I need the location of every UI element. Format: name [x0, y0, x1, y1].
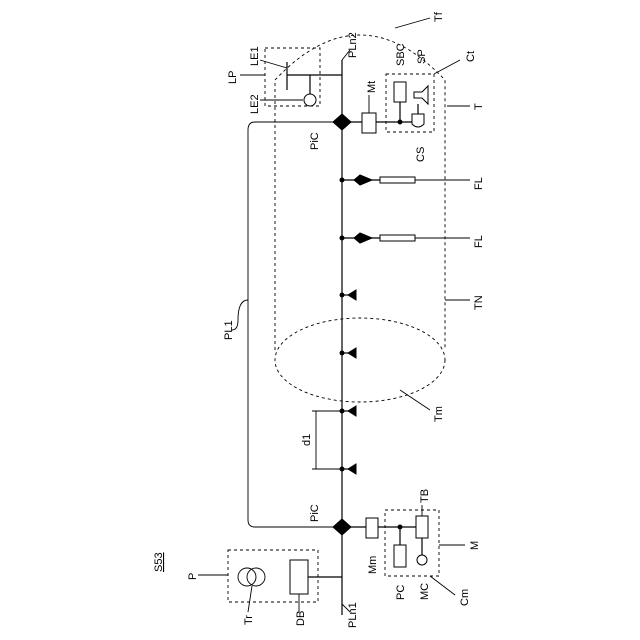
- label-pl1: PL1: [223, 320, 235, 340]
- label-pc: PC: [395, 585, 407, 600]
- label-le1: LE1: [249, 46, 261, 66]
- lamp-le2-circle: [304, 94, 316, 106]
- fluorescent-fixture-1: [340, 175, 415, 185]
- leader-tm: [400, 390, 430, 410]
- terminal-board-box: [416, 516, 428, 538]
- label-pic-top: PiC: [309, 132, 321, 150]
- fluorescent-fixture-2: [340, 233, 415, 243]
- label-mt: Mt: [366, 81, 378, 93]
- label-t: T: [473, 103, 485, 110]
- distribution-board: [290, 560, 308, 594]
- sub-board-controller-box: [394, 82, 406, 102]
- label-sbc: SBC: [395, 43, 407, 66]
- motor-main-box: [366, 518, 378, 538]
- label-d1: d1: [301, 434, 313, 446]
- label-tf: Tf: [433, 11, 445, 22]
- label-figure-id: S53: [153, 552, 165, 572]
- label-fl-2: FL: [473, 235, 485, 248]
- label-mc: MC: [419, 583, 431, 600]
- label-ct: Ct: [465, 51, 477, 62]
- label-cm: Cm: [459, 589, 471, 606]
- power-controller-box: [394, 545, 406, 567]
- label-pln1: PLn1: [347, 602, 359, 628]
- label-p: P: [187, 573, 199, 580]
- leader-le1: [260, 60, 287, 68]
- leader-ct: [434, 60, 460, 74]
- label-lp: LP: [227, 71, 239, 84]
- label-pln2: PLn2: [347, 32, 359, 58]
- main-controller-circle: [417, 555, 427, 565]
- label-mm: Mm: [367, 556, 379, 574]
- speaker-symbol: [414, 86, 428, 104]
- tunnel-outline: [275, 35, 445, 350]
- label-cs: CS: [415, 147, 427, 162]
- leader-tf: [395, 18, 430, 28]
- motor-tail-box: [362, 113, 376, 133]
- label-pic-bottom: PiC: [309, 504, 321, 522]
- label-db: DB: [295, 611, 307, 626]
- label-sp: SP: [416, 49, 428, 64]
- camera-sensor-symbol: [412, 114, 424, 127]
- main-control-box: [385, 510, 439, 576]
- label-tr: Tr: [243, 615, 255, 625]
- tunnel-middle-ellipse: [275, 318, 445, 402]
- label-le2: LE2: [249, 94, 261, 114]
- label-m: M: [469, 541, 481, 550]
- power-line-pl1: [248, 122, 335, 527]
- leader-cm: [430, 576, 455, 595]
- leader-tr: [248, 586, 252, 612]
- label-tn: TN: [473, 295, 485, 310]
- label-tm: Tm: [433, 406, 445, 422]
- label-tb: TB: [419, 489, 431, 503]
- label-fl-1: FL: [473, 177, 485, 190]
